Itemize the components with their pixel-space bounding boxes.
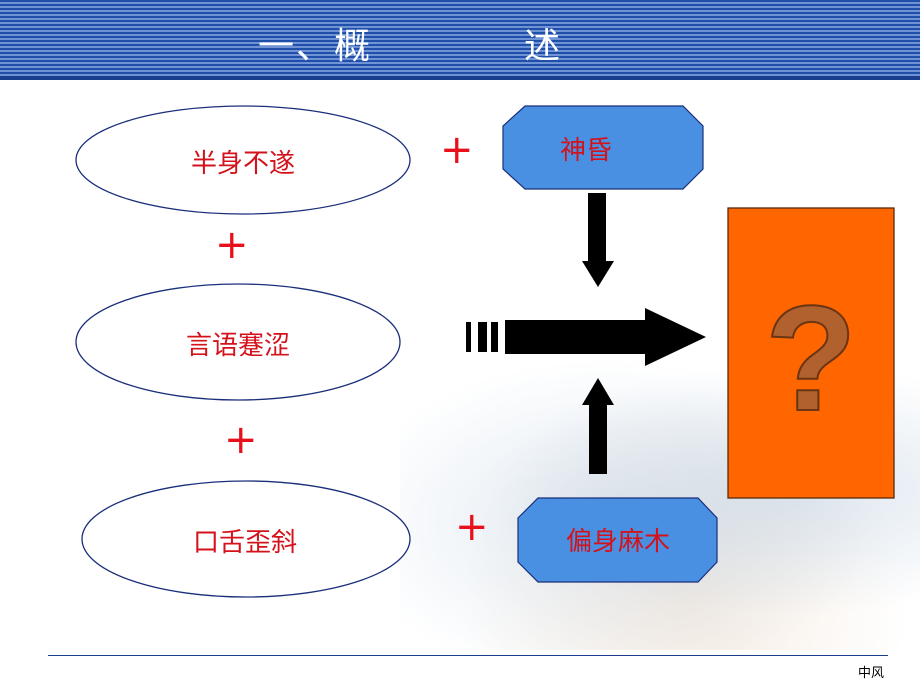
arrow-down (582, 193, 614, 287)
extra-label-coma: 神昏 (559, 136, 612, 166)
slide-title-left: 一、概 (258, 26, 373, 67)
plus-sign-4: + (455, 504, 489, 550)
plus-sign-1: + (440, 127, 474, 173)
question-mark: ? (765, 274, 857, 442)
symptom-label-hemiplegia: 半身不遂 (190, 149, 295, 179)
header-band (0, 0, 920, 80)
arrow-right (466, 308, 706, 366)
ellipse-hemiplegia (75, 105, 411, 215)
octagon-coma (502, 105, 704, 190)
footer-text: 中风 (858, 666, 885, 681)
footer-divider (48, 655, 888, 656)
extra-label-numbness: 偏身麻木 (565, 527, 670, 557)
plus-sign-2: + (215, 222, 249, 268)
symptom-label-facial-deviation: 口舌歪斜 (192, 528, 297, 558)
ellipse-aphasia (75, 283, 401, 401)
arrow-up (582, 378, 614, 474)
question-box (727, 207, 895, 499)
plus-sign-3: + (224, 417, 258, 463)
symptom-label-aphasia: 言语蹇涩 (185, 331, 290, 361)
ellipse-facial-deviation (81, 480, 411, 598)
slide-title-right: 述 (524, 26, 563, 67)
octagon-numbness (517, 497, 718, 583)
